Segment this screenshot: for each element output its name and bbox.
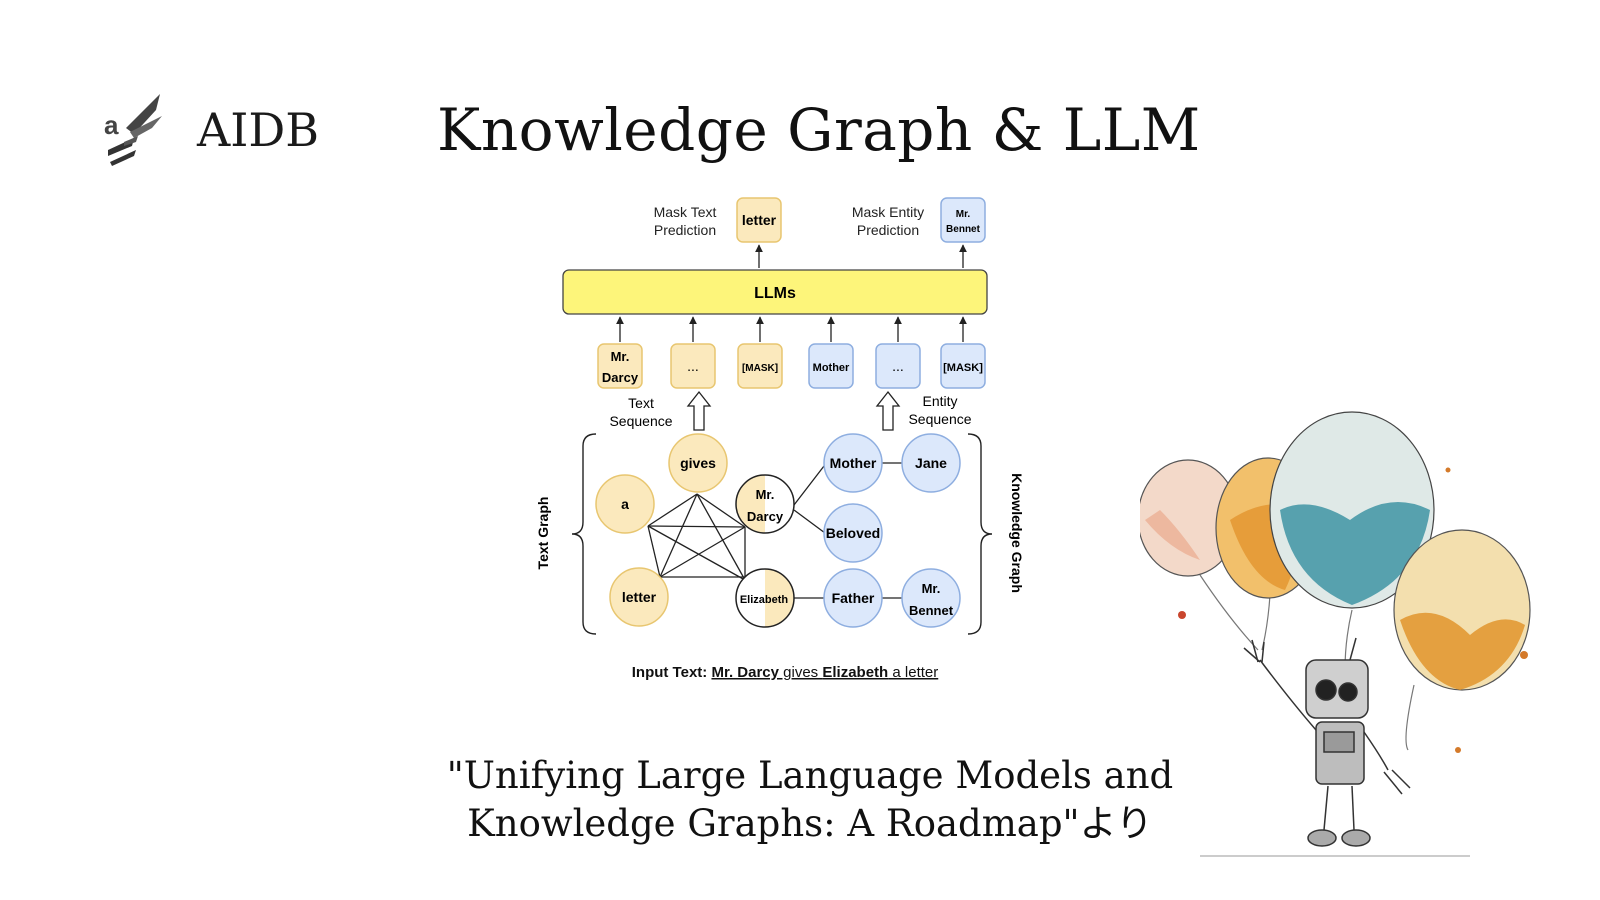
node-mr-darcy-left: [736, 475, 765, 533]
node-father-label: Father: [832, 590, 875, 606]
node-elizabeth-right: [765, 569, 794, 627]
balloon-pink-icon: [1140, 459, 1239, 577]
node-mr-darcy-right: [765, 475, 794, 533]
robot-icon: [1200, 637, 1470, 857]
robot-balloons-illustration: [1140, 411, 1531, 857]
text-sequence-label-2: Sequence: [609, 413, 672, 429]
token-box-1: [597, 343, 643, 389]
token-box-2: [670, 343, 716, 389]
output-entity-token-2: Bennet: [946, 224, 981, 235]
entity-sequence-arrow-icon: [875, 390, 901, 431]
node-a: [595, 474, 655, 534]
token-4: Mother: [813, 362, 850, 374]
entity-sequence-label-2: Sequence: [908, 411, 971, 427]
node-mother: [823, 433, 883, 493]
aidb-logo-icon: a: [104, 94, 162, 166]
svg-text:a: a: [104, 110, 119, 140]
token-box-6: [940, 343, 986, 389]
output-text-token-box: [736, 197, 782, 243]
llm-label: LLMs: [754, 285, 796, 302]
text-sequence-label-1: Text: [628, 395, 654, 411]
node-beloved: [823, 503, 883, 563]
token-box-5: [875, 343, 921, 389]
token-5: ...: [892, 358, 904, 374]
kg-llm-diagram: Mask Text Prediction Mask Entity Predict…: [535, 197, 1025, 681]
node-mr-bennet-label-2: Bennet: [909, 603, 954, 618]
token-3: [MASK]: [742, 363, 778, 374]
token-6: [MASK]: [943, 362, 983, 374]
node-mr-bennet: [901, 568, 961, 628]
token-1-line1: Mr.: [611, 349, 630, 364]
node-jane: [901, 433, 961, 493]
node-jane-label: Jane: [915, 455, 947, 471]
llm-bar: [562, 269, 988, 315]
input-text-w1: Mr. Darcy: [711, 664, 779, 681]
node-letter-label: letter: [622, 589, 657, 605]
text-graph-brace: [571, 433, 597, 635]
node-letter: [609, 567, 669, 627]
balloon-teal-icon: [1269, 411, 1435, 609]
node-mr-darcy: [735, 474, 795, 534]
token-box-4: [808, 343, 854, 389]
node-mr-darcy-label-2: Darcy: [747, 509, 784, 524]
token-1-line2: Darcy: [602, 370, 639, 385]
node-elizabeth: [735, 568, 795, 628]
output-entity-token-1: Mr.: [956, 209, 971, 220]
node-mr-darcy-label-1: Mr.: [756, 487, 775, 502]
node-father: [823, 568, 883, 628]
output-entity-token-box: [940, 197, 986, 243]
node-elizabeth-label: Elizabeth: [740, 594, 789, 606]
caption-line-2: Knowledge Graphs: A Roadmap"より: [467, 802, 1153, 845]
mask-entity-label-1: Mask Entity: [852, 204, 924, 220]
input-text: Input Text: Mr. Darcy gives Elizabeth a …: [632, 664, 939, 681]
node-gives-label: gives: [680, 455, 716, 471]
node-mother-label: Mother: [830, 455, 877, 471]
mask-entity-label-2: Prediction: [857, 222, 919, 238]
input-text-w3: Elizabeth: [822, 664, 888, 681]
token-box-3: [737, 343, 783, 389]
knowledge-graph-label: Knowledge Graph: [1009, 473, 1025, 593]
node-gives: [668, 433, 728, 493]
mask-text-label-2: Prediction: [654, 222, 716, 238]
input-text-prefix: Input Text:: [632, 664, 712, 681]
input-text-w4: a letter: [888, 664, 938, 681]
source-caption: "Unifying Large Language Models and Know…: [420, 752, 1200, 848]
node-mr-bennet-label-1: Mr.: [922, 581, 941, 596]
node-beloved-label: Beloved: [826, 525, 880, 541]
balloon-amber-icon: [1393, 529, 1531, 691]
node-a-label: a: [621, 496, 629, 512]
page-title: Knowledge Graph & LLM: [437, 96, 1201, 164]
caption-line-1: "Unifying Large Language Models and: [446, 754, 1174, 797]
token-2: ...: [687, 358, 699, 374]
output-text-token: letter: [742, 212, 777, 228]
mask-text-label-1: Mask Text: [654, 204, 717, 220]
entity-sequence-label-1: Entity: [922, 393, 957, 409]
knowledge-graph-brace: [967, 433, 993, 635]
text-graph-label: Text Graph: [535, 497, 551, 570]
node-elizabeth-left: [736, 569, 765, 627]
brand-name: AIDB: [197, 103, 320, 157]
input-text-w2: gives: [779, 664, 822, 681]
text-sequence-arrow-icon: [686, 390, 712, 431]
